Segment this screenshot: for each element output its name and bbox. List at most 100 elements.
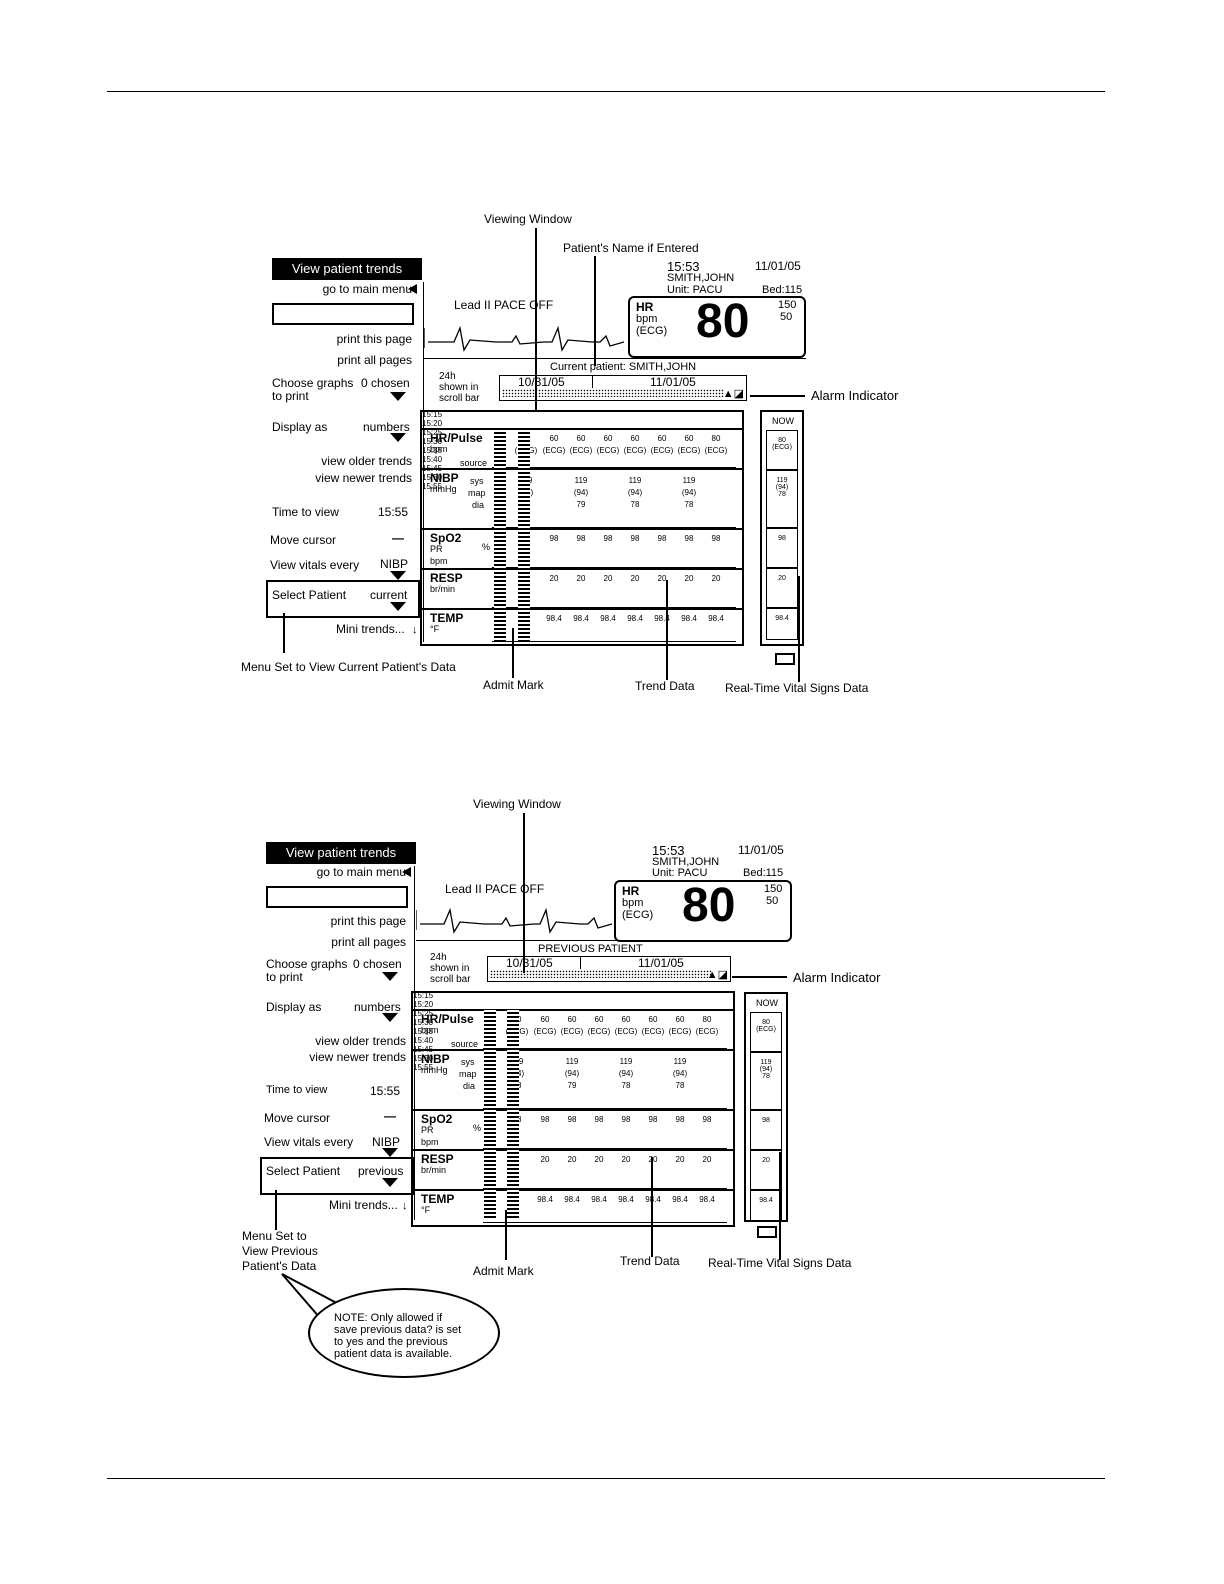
nibp-dia-label: dia [463, 1081, 476, 1091]
viewing-window-dots[interactable] [502, 389, 724, 397]
hr-parameter-box[interactable]: HR bpm (ECG) 80 150 50 [614, 879, 792, 942]
now-cell: 20 [766, 568, 798, 608]
dropdown-arrow-icon[interactable] [382, 972, 398, 981]
row-axis [492, 467, 736, 468]
trend-value: 60 [540, 1015, 550, 1024]
row-axis [483, 1148, 727, 1149]
menu-title: View patient trends [272, 258, 422, 280]
trend-value: 98.4 [672, 1195, 688, 1204]
hr-source: (ECG) [636, 325, 668, 337]
print-all-button[interactable]: print all pages [337, 353, 412, 367]
trend-source: (ECG) [614, 1027, 638, 1036]
trend-value: 20 [540, 1155, 550, 1164]
trend-value: 80 [711, 434, 721, 443]
scroll-sep [592, 376, 593, 388]
trend-value: 98.4 [654, 614, 670, 623]
view-newer-button[interactable]: view newer trends [309, 1050, 406, 1064]
spo2-unit: % [482, 542, 491, 552]
now-value: 20 [778, 575, 786, 582]
select-patient-label: Select Patient [272, 588, 347, 602]
menu-edge [423, 282, 424, 642]
nibp-dia-value: 78 [621, 1081, 631, 1090]
span-label-1: 24h [439, 371, 456, 382]
print-all-button[interactable]: print all pages [331, 935, 406, 949]
callout-menu-set-1: Menu Set to [242, 1229, 307, 1243]
viewing-window-dots[interactable] [490, 970, 712, 978]
to-print-label: to print [272, 389, 309, 403]
nibp-sys-value: 119 [574, 476, 588, 485]
select-patient-value[interactable]: current [370, 588, 408, 602]
menu-blank-field[interactable] [272, 303, 414, 325]
scroll-bar[interactable]: 10/31/05 11/01/05 ▲◪ [499, 375, 747, 401]
trend-value: 98 [630, 534, 640, 543]
mini-trends-button[interactable]: Mini trends... [336, 622, 405, 636]
dropdown-arrow-icon[interactable] [390, 602, 406, 611]
left-arrow-icon [408, 284, 417, 294]
trend-value: 98 [549, 534, 559, 543]
print-page-button[interactable]: print this page [330, 914, 406, 928]
select-patient-value[interactable]: previous [358, 1164, 404, 1178]
trend-value: 20 [648, 1155, 658, 1164]
view-newer-button[interactable]: view newer trends [315, 471, 412, 485]
view-vitals-value[interactable]: NIBP [380, 557, 409, 571]
lead-label: Lead II PACE OFF [445, 882, 545, 896]
scroll-date-start: 10/31/05 [506, 956, 553, 970]
move-cursor-value[interactable]: — [384, 1109, 396, 1123]
dropdown-arrow-icon[interactable] [390, 392, 406, 401]
display-as-value[interactable]: numbers [363, 420, 410, 434]
time-to-view-value[interactable]: 15:55 [370, 1084, 401, 1098]
dropdown-arrow-icon[interactable] [382, 1178, 398, 1187]
chosen-value[interactable]: 0 chosen [353, 957, 402, 971]
nibp-dia-value: 79 [576, 500, 586, 509]
trend-value: 98 [621, 1115, 631, 1124]
print-page-button[interactable]: print this page [336, 332, 412, 346]
trend-value: 20 [621, 1155, 631, 1164]
trend-value: 60 [675, 1015, 685, 1024]
dropdown-arrow-icon[interactable] [390, 433, 406, 442]
choose-graphs-label: Choose graphs [266, 957, 348, 971]
dropdown-arrow-icon[interactable] [382, 1013, 398, 1022]
main-menu-link[interactable]: go to main menu [316, 865, 406, 879]
trend-value: 98.4 [681, 614, 697, 623]
battery-icon [757, 1226, 777, 1238]
hr-alarm-low: 50 [780, 311, 793, 323]
menu-blank-field[interactable] [266, 886, 408, 908]
time-tick-label: 15:55 [422, 482, 443, 491]
trend-value: 98 [648, 1115, 658, 1124]
span-label-2: shown in [439, 382, 479, 393]
trend-value: 98 [711, 534, 721, 543]
to-print-label: to print [266, 970, 303, 984]
main-menu-link[interactable]: go to main menu [322, 282, 412, 296]
time-to-view-value[interactable]: 15:55 [378, 505, 409, 519]
chosen-value[interactable]: 0 chosen [361, 376, 410, 390]
note-line-3: to yes and the previous [334, 1336, 448, 1348]
display-as-value[interactable]: numbers [354, 1000, 401, 1014]
mini-trends-button[interactable]: Mini trends... [329, 1198, 398, 1212]
select-patient-box[interactable] [266, 580, 420, 618]
view-older-button[interactable]: view older trends [321, 454, 412, 468]
hr-alarm-high: 150 [778, 299, 797, 311]
move-cursor-value[interactable]: — [392, 531, 404, 545]
hr-label: HR [636, 300, 654, 314]
view-vitals-value[interactable]: NIBP [372, 1135, 401, 1149]
view-older-button[interactable]: view older trends [315, 1034, 406, 1048]
trend-value: 98.4 [537, 1195, 553, 1204]
now-value: (ECG) [756, 1026, 776, 1033]
trend-value: 98 [603, 534, 613, 543]
trend-value: 98 [594, 1115, 604, 1124]
view-vitals-label: View vitals every [264, 1135, 354, 1149]
hr-parameter-box[interactable]: HR bpm (ECG) 80 150 50 [628, 295, 806, 358]
scroll-bar[interactable]: 10/31/05 11/01/05 ▲◪ [487, 956, 731, 982]
row-axis [492, 607, 736, 608]
dropdown-arrow-icon[interactable] [390, 571, 406, 580]
leader-line [523, 813, 525, 973]
time-tick-label: 15:30 [413, 1018, 434, 1027]
trend-value: 98 [576, 534, 586, 543]
select-patient-box[interactable] [260, 1157, 414, 1195]
time-tick-label: 15:55 [413, 1063, 434, 1072]
dropdown-arrow-icon[interactable] [382, 1148, 398, 1157]
leader-line [275, 1190, 277, 1230]
